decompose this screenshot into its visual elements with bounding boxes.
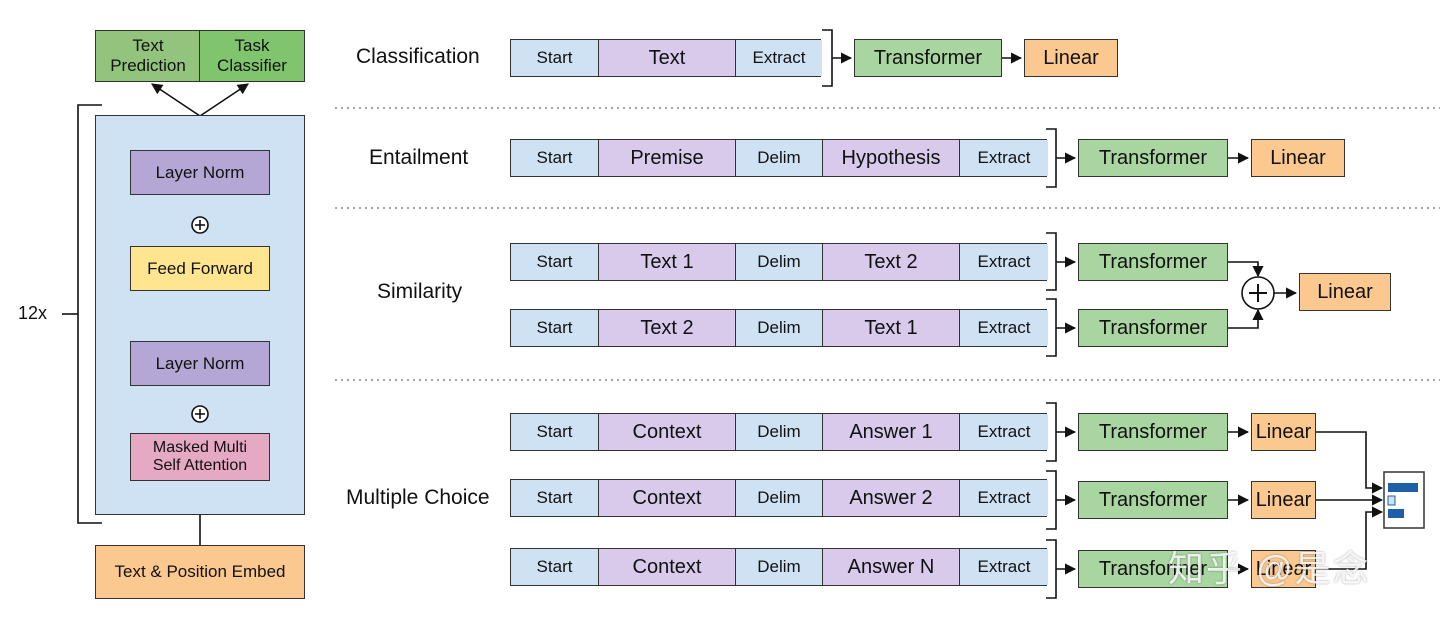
task-classifier-box: Task Classifier	[199, 30, 305, 82]
token-extract: Extract	[960, 549, 1048, 585]
token-start: Start	[511, 40, 599, 76]
token-extract: Extract	[960, 244, 1048, 280]
similarity-transformer-1: Transformer	[1078, 243, 1228, 281]
multiple-choice-label: Multiple Choice	[346, 486, 490, 509]
layer-norm-top: Layer Norm	[130, 150, 270, 195]
entailment-linear: Linear	[1251, 139, 1345, 177]
token-delim: Delim	[736, 414, 823, 450]
token-start: Start	[511, 140, 599, 176]
mc-linear-n: Linear	[1251, 550, 1316, 588]
token-delim: Delim	[736, 244, 823, 280]
feed-forward-box: Feed Forward	[130, 246, 270, 291]
token-start: Start	[511, 244, 599, 280]
token-delim: Delim	[736, 140, 823, 176]
text-prediction-box: Text Prediction	[95, 30, 201, 82]
repeat-label: 12x	[18, 303, 48, 323]
token-context: Context	[599, 480, 736, 516]
token-extract: Extract	[960, 140, 1048, 176]
entailment-label: Entailment	[369, 146, 469, 169]
token-start: Start	[511, 480, 599, 516]
classification-linear: Linear	[1024, 39, 1118, 77]
mc-linear-1: Linear	[1251, 413, 1316, 451]
classification-label: Classification	[356, 45, 480, 68]
token-start: Start	[511, 310, 599, 346]
watermark: 知乎 @是念	[1168, 548, 1371, 589]
text-position-embed-box: Text & Position Embed	[95, 545, 305, 599]
token-text-2: Text 2	[823, 244, 960, 280]
token-answer-n: Answer N	[823, 549, 960, 585]
token-start: Start	[511, 549, 599, 585]
mc-linear-2: Linear	[1251, 481, 1316, 519]
token-text-1: Text 1	[599, 244, 736, 280]
classification-transformer: Transformer	[854, 39, 1002, 77]
token-delim: Delim	[736, 310, 823, 346]
mc-transformer-2: Transformer	[1078, 481, 1228, 519]
token-extract: Extract	[960, 414, 1048, 450]
masked-self-attention-box: Masked Multi Self Attention	[130, 433, 270, 481]
similarity-linear: Linear	[1299, 273, 1391, 311]
token-text-2: Text 2	[599, 310, 736, 346]
token-delim: Delim	[736, 480, 823, 516]
token-text-1: Text 1	[823, 310, 960, 346]
token-answer-1: Answer 1	[823, 414, 960, 450]
softmax-icon	[1383, 471, 1425, 529]
token-premise: Premise	[599, 140, 736, 176]
entailment-transformer: Transformer	[1078, 139, 1228, 177]
mc-transformer-1: Transformer	[1078, 413, 1228, 451]
token-delim: Delim	[736, 549, 823, 585]
token-answer-2: Answer 2	[823, 480, 960, 516]
similarity-label: Similarity	[377, 280, 463, 303]
token-context: Context	[599, 549, 736, 585]
token-extract: Extract	[960, 480, 1048, 516]
layer-norm-bottom: Layer Norm	[130, 341, 270, 386]
token-context: Context	[599, 414, 736, 450]
token-hypothesis: Hypothesis	[823, 140, 960, 176]
token-extract: Extract	[736, 40, 822, 76]
token-extract: Extract	[960, 310, 1048, 346]
mc-transformer-n: Transformer	[1078, 550, 1228, 588]
token-start: Start	[511, 414, 599, 450]
token-text: Text	[599, 40, 736, 76]
similarity-transformer-2: Transformer	[1078, 309, 1228, 347]
